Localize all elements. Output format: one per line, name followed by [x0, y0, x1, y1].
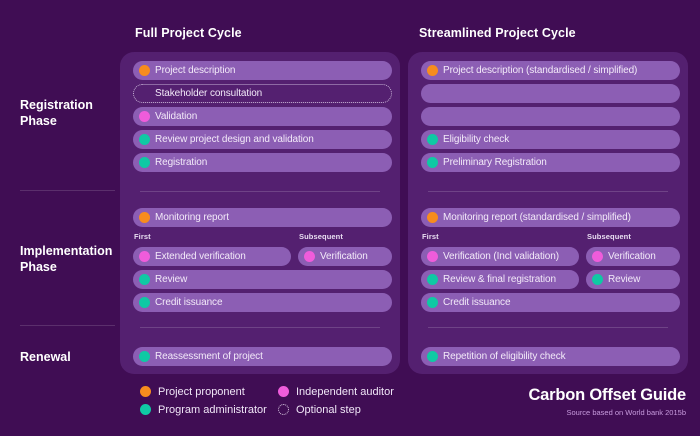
step-label: Validation — [155, 111, 198, 122]
source-note: Source based on World bank 2015b — [566, 408, 686, 417]
program-administrator-dot — [140, 404, 151, 415]
unnamed-step-pill — [421, 84, 680, 103]
step-label: Verification (Incl validation) — [443, 251, 559, 262]
legend-label: Project proponent — [158, 385, 245, 398]
streamlined-cycle-title: Streamlined Project Cycle — [419, 26, 576, 40]
step-label: Repetition of eligibility check — [443, 351, 566, 362]
phase-label-registration: Registration Phase — [20, 98, 93, 129]
independent-auditor-dot — [139, 111, 150, 122]
step-pill-registration: Registration — [133, 153, 392, 172]
program-administrator-dot — [139, 297, 150, 308]
legend-label: Program administrator — [158, 403, 267, 416]
optional-step-pill-stakeholder-consultation: Stakeholder consultation — [133, 84, 392, 103]
step-pill-review: Review — [133, 270, 392, 289]
full-cycle-title: Full Project Cycle — [135, 26, 242, 40]
independent-auditor-dot — [304, 251, 315, 262]
legend-label: Independent auditor — [296, 385, 394, 398]
optional-step-icon — [278, 404, 289, 415]
step-pill-project-description: Project description — [133, 61, 392, 80]
step-label: Review project design and validation — [155, 134, 314, 145]
phase-divider — [20, 325, 115, 326]
step-pill-monitoring-report: Monitoring report — [133, 208, 392, 227]
step-label: Monitoring report — [155, 212, 229, 223]
streamlined-cycle-panel: Project description (standardised / simp… — [408, 52, 688, 374]
independent-auditor-dot — [139, 251, 150, 262]
section-divider — [140, 327, 380, 328]
step-label: Review & final registration — [443, 274, 556, 285]
project-proponent-dot — [139, 65, 150, 76]
step-label: Registration — [155, 157, 208, 168]
legend-item-project-proponent: Project proponent — [140, 385, 245, 398]
step-pill-verification: Verification — [298, 247, 392, 266]
legend-item-program-administrator: Program administrator — [140, 403, 267, 416]
legend-item-optional-step: Optional step — [278, 403, 361, 416]
step-label: Project description — [155, 65, 236, 76]
unnamed-step-pill — [421, 107, 680, 126]
program-administrator-dot — [427, 351, 438, 362]
step-label: Reassessment of project — [155, 351, 263, 362]
step-pill-review-final-registration: Review & final registration — [421, 270, 579, 289]
step-label: Stakeholder consultation — [155, 88, 263, 99]
project-proponent-dot — [427, 65, 438, 76]
section-divider — [428, 191, 668, 192]
phase-label-implementation: Implementation Phase — [20, 244, 113, 275]
program-administrator-dot — [139, 351, 150, 362]
subsequent-column-label: Subsequent — [587, 232, 631, 241]
independent-auditor-dot — [278, 386, 289, 397]
program-administrator-dot — [427, 274, 438, 285]
project-proponent-dot — [140, 386, 151, 397]
section-divider — [140, 191, 380, 192]
program-administrator-dot — [427, 134, 438, 145]
program-administrator-dot — [427, 157, 438, 168]
full-cycle-panel: Project description Stakeholder consulta… — [120, 52, 400, 374]
program-administrator-dot — [139, 134, 150, 145]
project-proponent-dot — [139, 212, 150, 223]
independent-auditor-dot — [592, 251, 603, 262]
step-label: Verification — [608, 251, 656, 262]
section-divider — [428, 327, 668, 328]
subsequent-column-label: Subsequent — [299, 232, 343, 241]
step-pill-review: Review — [586, 270, 680, 289]
independent-auditor-dot — [427, 251, 438, 262]
step-pill-project-description-simplified: Project description (standardised / simp… — [421, 61, 680, 80]
project-proponent-dot — [427, 212, 438, 223]
step-label: Review — [155, 274, 188, 285]
phase-label-renewal: Renewal — [20, 350, 71, 364]
legend-item-independent-auditor: Independent auditor — [278, 385, 394, 398]
program-administrator-dot — [427, 297, 438, 308]
legend-label: Optional step — [296, 403, 361, 416]
step-label: Credit issuance — [443, 297, 511, 308]
step-pill-verification-incl-validation: Verification (Incl validation) — [421, 247, 579, 266]
step-pill-review-project-design: Review project design and validation — [133, 130, 392, 149]
step-pill-verification: Verification — [586, 247, 680, 266]
step-label: Eligibility check — [443, 134, 510, 145]
step-pill-preliminary-registration: Preliminary Registration — [421, 153, 680, 172]
step-pill-eligibility-check: Eligibility check — [421, 130, 680, 149]
brand-title: Carbon Offset Guide — [528, 386, 686, 404]
step-label: Project description (standardised / simp… — [443, 65, 638, 76]
step-label: Credit issuance — [155, 297, 223, 308]
program-administrator-dot — [139, 157, 150, 168]
phase-divider — [20, 190, 115, 191]
step-label: Monitoring report (standardised / simpli… — [443, 212, 631, 223]
step-pill-monitoring-report-simplified: Monitoring report (standardised / simpli… — [421, 208, 680, 227]
first-column-label: First — [422, 232, 439, 241]
program-administrator-dot — [139, 274, 150, 285]
step-pill-credit-issuance: Credit issuance — [421, 293, 680, 312]
step-pill-credit-issuance: Credit issuance — [133, 293, 392, 312]
step-label: Review — [608, 274, 641, 285]
step-label: Preliminary Registration — [443, 157, 547, 168]
step-label: Verification — [320, 251, 368, 262]
step-label: Extended verification — [155, 251, 246, 262]
step-pill-extended-verification: Extended verification — [133, 247, 291, 266]
first-column-label: First — [134, 232, 151, 241]
step-pill-validation: Validation — [133, 107, 392, 126]
step-pill-repetition-eligibility-check: Repetition of eligibility check — [421, 347, 680, 366]
step-pill-reassessment: Reassessment of project — [133, 347, 392, 366]
program-administrator-dot — [592, 274, 603, 285]
